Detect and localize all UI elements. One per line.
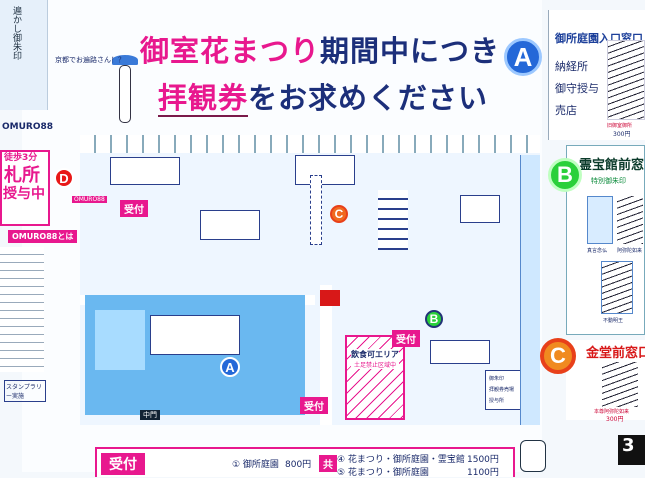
panel-b-title: 霊宝館前窓口 [579,158,645,173]
ticket-item-4: ④ 花まつり・御所庭園・霊宝館 [337,455,465,465]
reception-label: 受付 [300,397,328,414]
panel-a-items: 納経所 御守授与 売店 [555,56,645,122]
goshuin-image [617,196,643,244]
goshuin-image [587,196,613,244]
left-card: 遍かし御朱印 [0,0,48,110]
ticket-price-4: 1500円 [467,455,499,465]
stamp-rally-box: スタンプラリー実施 [4,380,46,402]
ticket-reception-label: 受付 [101,453,145,475]
panel-a-caption: 旧御室御所 [607,123,633,129]
walk-label: 徒歩3分 [4,153,38,163]
panel-a-item: 納経所 [555,60,588,73]
panel-b-sub: 特別御朱印 [591,177,626,185]
east-wall [520,155,540,425]
reception-label: 受付 [120,200,148,217]
marker-a-large: A [504,38,542,76]
temple-map: 飲食可エリア 土足禁止区域中 御朱印 拝観券売場 授与所 受付 受付 受付 中門… [80,135,540,425]
reception-label: 受付 [392,330,420,347]
eating-area-label: 飲食可エリア [351,349,399,360]
legend-item: 拝観券売場 [489,387,515,393]
omuro-description [0,247,44,372]
eating-area: 飲食可エリア 土足禁止区域中 [345,335,405,420]
legend-item: 授与所 [489,398,505,404]
shared-badge: 共 [319,455,337,472]
kondo-building [200,210,260,240]
gate-label: 中門 [140,410,160,420]
five-story-pagoda [378,190,408,250]
balloon-text: 京都でお遍路さん！？ [55,56,125,64]
reihokan-building [430,340,490,364]
panel-c-title: 金堂前窓口 [586,346,645,361]
pilgrim-illustration [112,55,138,125]
marker-d: D [54,168,74,188]
shinden-building [150,315,240,355]
d-tag: OMURO88 [72,196,107,203]
marker-c: C [330,205,348,223]
panel-b-caption: 真言念仏 [587,248,608,254]
marker-a: A [220,357,240,377]
ticket-price-table: 受付 ① 御所庭園 800円 共 ④ 花まつり・御所庭園・霊宝館 1500円 ⑤… [95,447,515,478]
goshuin-image [602,362,638,407]
ticket-item-1: ① 御所庭園 [232,460,279,470]
title-dark-1: 期間中につき [320,34,501,68]
title-dark-2: をお求めください [248,81,489,115]
goshuin-image [607,40,645,120]
legend-item: 御朱印 [489,376,505,382]
panel-b-caption: 不動明王 [603,318,624,324]
corner-sign: 3 [618,435,645,465]
building [110,157,180,185]
panel-a-item: 御守授与 [555,82,599,95]
panel-a-item: 売店 [555,104,577,117]
panel-c: 金堂前窓口 本尊阿弥陀如来 300円 [566,340,645,423]
path [310,175,322,245]
panel-a: 御所庭園入口窓口 納経所 御守授与 売店 旧御室御所 300円 [548,10,645,140]
main-road [320,285,332,425]
chumon-gate [320,290,340,306]
title-pink-2: 拝観券 [158,81,249,117]
omuro-tag: OMURO88 [2,122,54,132]
speech-bubble [520,440,546,472]
panel-c-price: 300円 [606,416,624,423]
title-line2: 拝観券をお求めください [158,75,488,117]
fudasho-label: 札所 [4,164,40,186]
building [460,195,500,223]
title-pink-1: 御室花まつり [140,34,321,68]
marker-b: B [425,310,443,328]
side-text: 遍かし御朱印 [11,6,21,60]
pond [95,310,145,370]
building [295,155,355,185]
panel-a-price: 300円 [613,131,631,138]
title-line1: 御室花まつり期間中につき [140,28,500,70]
marker-b-large: B [548,158,582,192]
ticket-price-1: 800円 [285,460,312,470]
panel-b-caption: 阿弥陀如来 [617,248,643,254]
marker-c-large: C [540,338,576,374]
juyo-label: 授与中 [3,186,45,203]
goshuin-image [601,261,633,314]
omuro-badge: OMURO88とは [8,230,78,243]
mountains [80,135,540,153]
panel-c-caption: 本尊阿弥陀如来 [594,409,630,415]
fudasho-box: 徒歩3分 札所 授与中 [0,150,50,226]
eating-area-sub: 土足禁止区域中 [351,360,399,369]
